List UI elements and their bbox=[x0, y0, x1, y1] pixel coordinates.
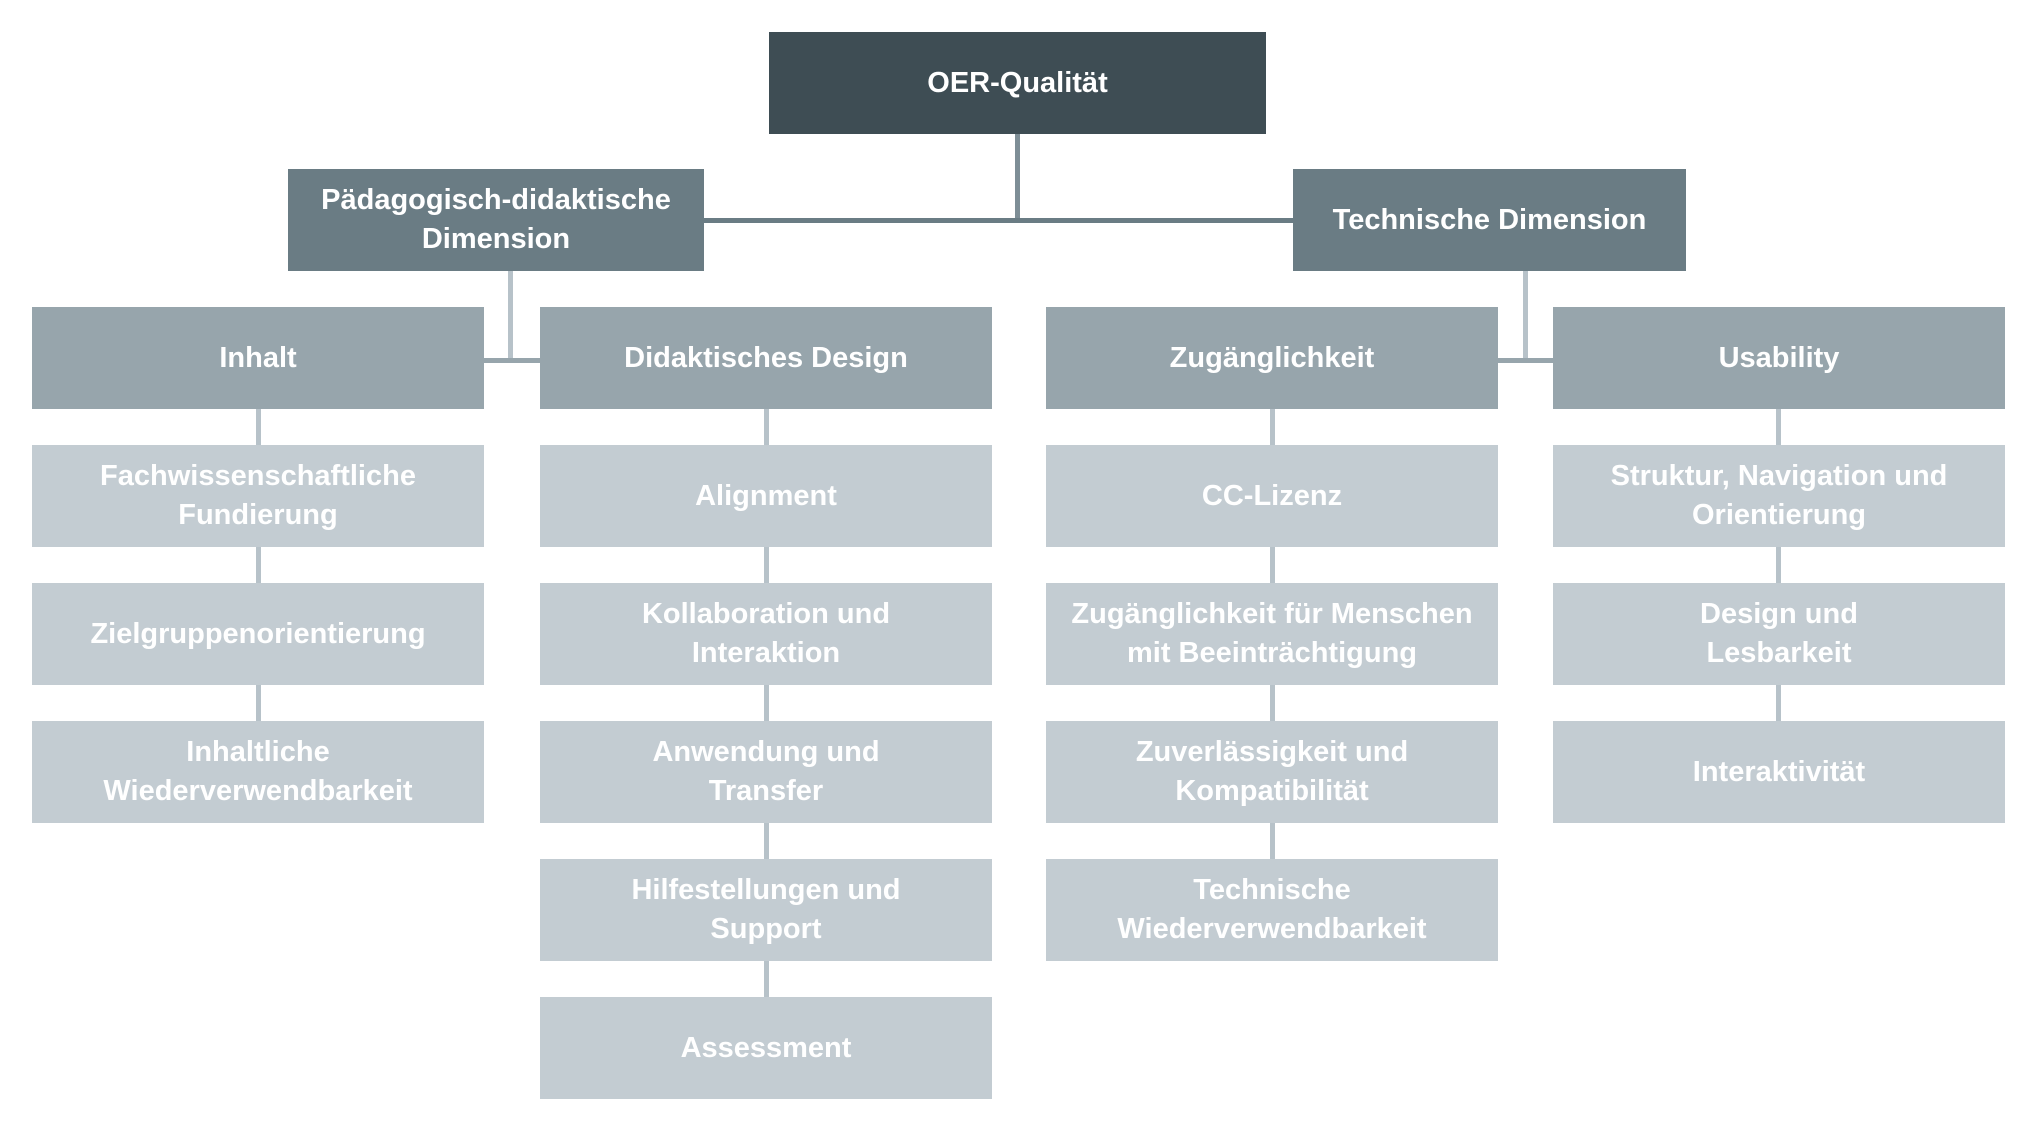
connector-didaktisches-1 bbox=[764, 409, 769, 445]
connector-zugaenglichkeit-4 bbox=[1270, 823, 1275, 859]
connector-inhalt-1 bbox=[256, 409, 261, 445]
node-paedagogisch-didaktische-dimension: Pädagogisch-didaktische Dimension bbox=[288, 169, 704, 271]
connector-usability-3 bbox=[1776, 685, 1781, 721]
node-zugaenglichkeit-fuer-menschen: Zugänglichkeit für Menschen mit Beeinträ… bbox=[1046, 583, 1498, 685]
node-cc-lizenz: CC-Lizenz bbox=[1046, 445, 1498, 547]
node-interaktivitaet: Interaktivität bbox=[1553, 721, 2005, 823]
connector-root-horizontal bbox=[704, 218, 1293, 223]
node-technische-dimension: Technische Dimension bbox=[1293, 169, 1686, 271]
connector-paedagogisch-vertical bbox=[508, 271, 513, 358]
connector-didaktisches-4 bbox=[764, 823, 769, 859]
node-anwendung-und-transfer: Anwendung und Transfer bbox=[540, 721, 992, 823]
node-fachwissenschaftliche-fundierung: Fachwissenschaftliche Fundierung bbox=[32, 445, 484, 547]
connector-inhalt-2 bbox=[256, 547, 261, 583]
node-hilfestellungen-und-support: Hilfestellungen und Support bbox=[540, 859, 992, 961]
connector-technische-vertical bbox=[1523, 271, 1528, 358]
node-zugaenglichkeit: Zugänglichkeit bbox=[1046, 307, 1498, 409]
node-usability: Usability bbox=[1553, 307, 2005, 409]
connector-paedagogisch-horizontal bbox=[484, 358, 540, 363]
node-kollaboration-und-interaktion: Kollaboration und Interaktion bbox=[540, 583, 992, 685]
connector-zugaenglichkeit-2 bbox=[1270, 547, 1275, 583]
connector-zugaenglichkeit-3 bbox=[1270, 685, 1275, 721]
node-design-und-lesbarkeit: Design und Lesbarkeit bbox=[1553, 583, 2005, 685]
connector-inhalt-3 bbox=[256, 685, 261, 721]
node-alignment: Alignment bbox=[540, 445, 992, 547]
connector-technische-horizontal bbox=[1498, 358, 1553, 363]
connector-didaktisches-3 bbox=[764, 685, 769, 721]
connector-root-vertical bbox=[1015, 134, 1020, 218]
node-assessment: Assessment bbox=[540, 997, 992, 1099]
node-technische-wiederverwendbarkeit: Technische Wiederverwendbarkeit bbox=[1046, 859, 1498, 961]
node-struktur-navigation-orientierung: Struktur, Navigation und Orientierung bbox=[1553, 445, 2005, 547]
node-zuverlaessigkeit-und-kompatibilitaet: Zuverlässigkeit und Kompatibilität bbox=[1046, 721, 1498, 823]
connector-didaktisches-2 bbox=[764, 547, 769, 583]
node-inhalt: Inhalt bbox=[32, 307, 484, 409]
node-oer-qualitaet: OER-Qualität bbox=[769, 32, 1266, 134]
node-inhaltliche-wiederverwendbarkeit: Inhaltliche Wiederverwendbarkeit bbox=[32, 721, 484, 823]
node-zielgruppenorientierung: Zielgruppenorientierung bbox=[32, 583, 484, 685]
connector-zugaenglichkeit-1 bbox=[1270, 409, 1275, 445]
node-didaktisches-design: Didaktisches Design bbox=[540, 307, 992, 409]
connector-usability-2 bbox=[1776, 547, 1781, 583]
connector-usability-1 bbox=[1776, 409, 1781, 445]
connector-didaktisches-5 bbox=[764, 961, 769, 997]
